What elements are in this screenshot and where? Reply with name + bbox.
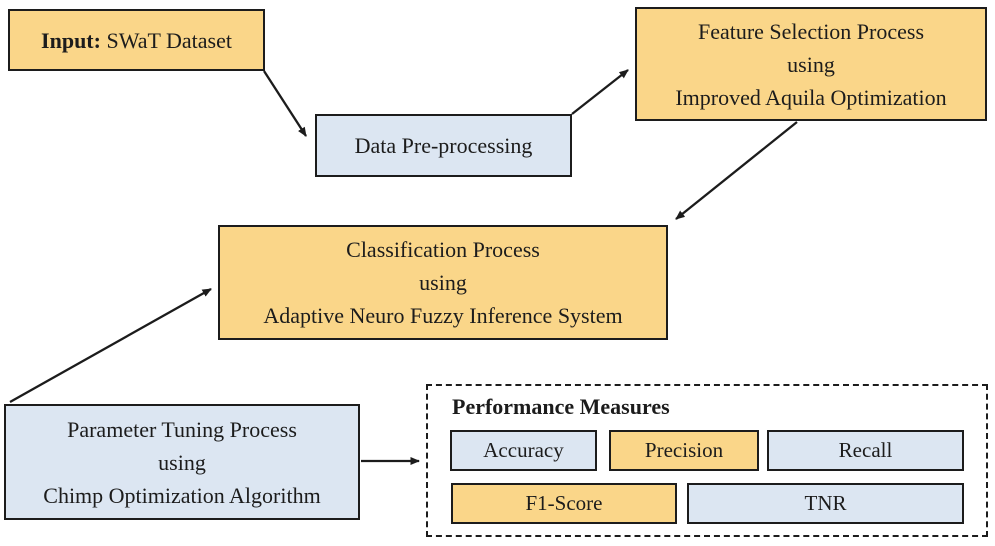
measure-accuracy-label: Accuracy xyxy=(483,438,564,462)
measure-f1-score-label: F1-Score xyxy=(525,491,603,515)
data-preprocessing-label: Data Pre-processing xyxy=(354,133,533,158)
measure-tnr: TNR xyxy=(687,483,964,524)
measure-precision: Precision xyxy=(609,430,759,471)
node-classification: Classification Process using Adaptive Ne… xyxy=(218,225,668,340)
feature-selection-line-1: Feature Selection Process xyxy=(697,18,925,44)
parameter-tuning-line-2: using xyxy=(158,449,206,475)
classification-line-1: Classification Process xyxy=(346,237,540,262)
node-feature-selection: Feature Selection Process using Improved… xyxy=(635,7,987,121)
classification-line-3: Adaptive Neuro Fuzzy Inference System xyxy=(263,303,623,328)
measure-f1-score: F1-Score xyxy=(451,483,677,524)
arrow-parameter-tuning-to-classification xyxy=(9,287,212,404)
feature-selection-line-3: Improved Aquila Optimization xyxy=(675,84,947,110)
measure-recall: Recall xyxy=(767,430,964,471)
performance-measures-container: Performance Measures Accuracy Precision … xyxy=(426,384,988,537)
classification-line-2: using xyxy=(419,270,467,295)
performance-measures-title: Performance Measures xyxy=(452,394,670,419)
measure-precision-label: Precision xyxy=(644,438,724,462)
arrow-preprocessing-to-feature-selection xyxy=(571,69,629,115)
node-data-preprocessing: Data Pre-processing xyxy=(315,114,572,177)
feature-selection-line-2: using xyxy=(787,51,835,77)
measure-tnr-label: TNR xyxy=(804,491,847,515)
arrow-feature-selection-to-classification xyxy=(675,121,798,220)
measure-accuracy: Accuracy xyxy=(450,430,597,471)
input-label-rest: SWaT Dataset xyxy=(100,27,232,53)
arrow-input-to-preprocessing xyxy=(263,70,307,137)
input-label-bold: Input: xyxy=(41,27,101,53)
node-input-dataset: Input: SWaT Dataset xyxy=(8,9,265,71)
node-parameter-tuning: Parameter Tuning Process using Chimp Opt… xyxy=(4,404,360,520)
parameter-tuning-line-1: Parameter Tuning Process xyxy=(67,416,297,442)
parameter-tuning-line-3: Chimp Optimization Algorithm xyxy=(43,482,321,508)
measure-recall-label: Recall xyxy=(838,438,893,462)
input-dataset-label: Input: SWaT Dataset xyxy=(41,24,232,57)
